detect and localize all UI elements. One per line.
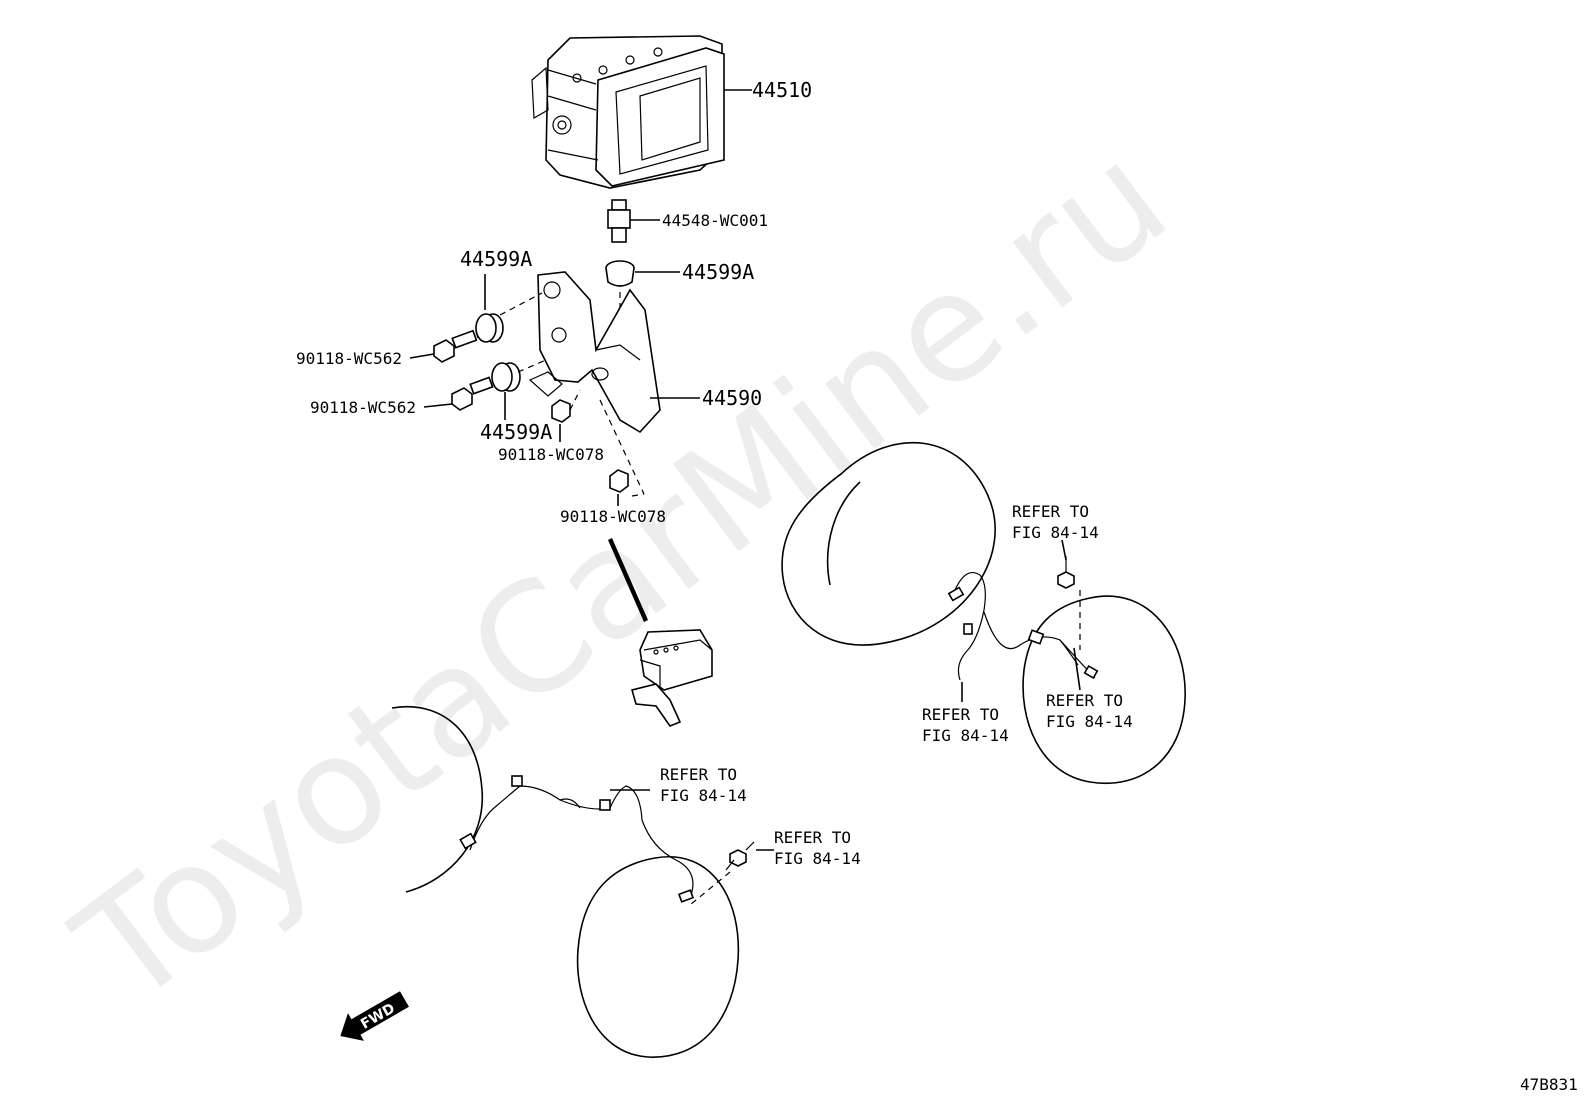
ref-label-2-line1: REFER TO [922,705,999,724]
tire-rear-right [1022,595,1186,784]
label-44510: 44510 [752,78,812,102]
cushion-top [605,260,635,287]
label-90118-wc078-lower: 90118-WC078 [560,507,666,526]
location-pointer [608,538,648,622]
stud-bolt [607,199,631,243]
figure-code: 47B831 [1520,1075,1578,1094]
abs-actuator [531,35,725,189]
watermark: ToyotaCarMine.ru [46,111,1198,1039]
speed-sensor-rear-right [947,571,1099,681]
tire-rear-left [576,855,740,1058]
nut-lower [609,469,629,493]
speed-sensor-front [459,775,695,903]
label-44590: 44590 [702,386,762,410]
tire-front-left [391,706,484,893]
ref-label-4-line2: FIG 84-14 [660,786,747,805]
label-44548-wc001: 44548-WC001 [662,211,768,230]
bolt-rear-left [725,841,755,871]
ref-label-2-line2: FIG 84-14 [922,726,1009,745]
tire-front-right [781,442,996,646]
cushion-upper-left [475,313,504,343]
fwd-arrow-icon: FWD [340,991,409,1041]
bolt-lower [451,376,494,411]
actuator-location [631,629,713,727]
ref-label-1-line2: FIG 84-14 [1012,523,1099,542]
bolt-upper [433,329,478,363]
ref-label-5-line2: FIG 84-14 [774,849,861,868]
label-90118-wc078-upper: 90118-WC078 [498,445,604,464]
ref-label-5-line1: REFER TO [774,828,851,847]
label-90118-wc562-lower: 90118-WC562 [310,398,416,417]
cushion-lower-left [491,362,521,392]
label-44599a-right: 44599A [682,260,754,284]
ref-label-3-line1: REFER TO [1046,691,1123,710]
nut-upper [551,399,571,423]
label-44599a-left: 44599A [460,247,532,271]
ref-label-1-line1: REFER TO [1012,502,1089,521]
label-44599a-lower: 44599A [480,420,552,444]
label-90118-wc562-upper: 90118-WC562 [296,349,402,368]
ref-label-4-line1: REFER TO [660,765,737,784]
bolt-rear-right [1057,556,1075,589]
bracket [528,271,661,434]
ref-label-3-line2: FIG 84-14 [1046,712,1133,731]
